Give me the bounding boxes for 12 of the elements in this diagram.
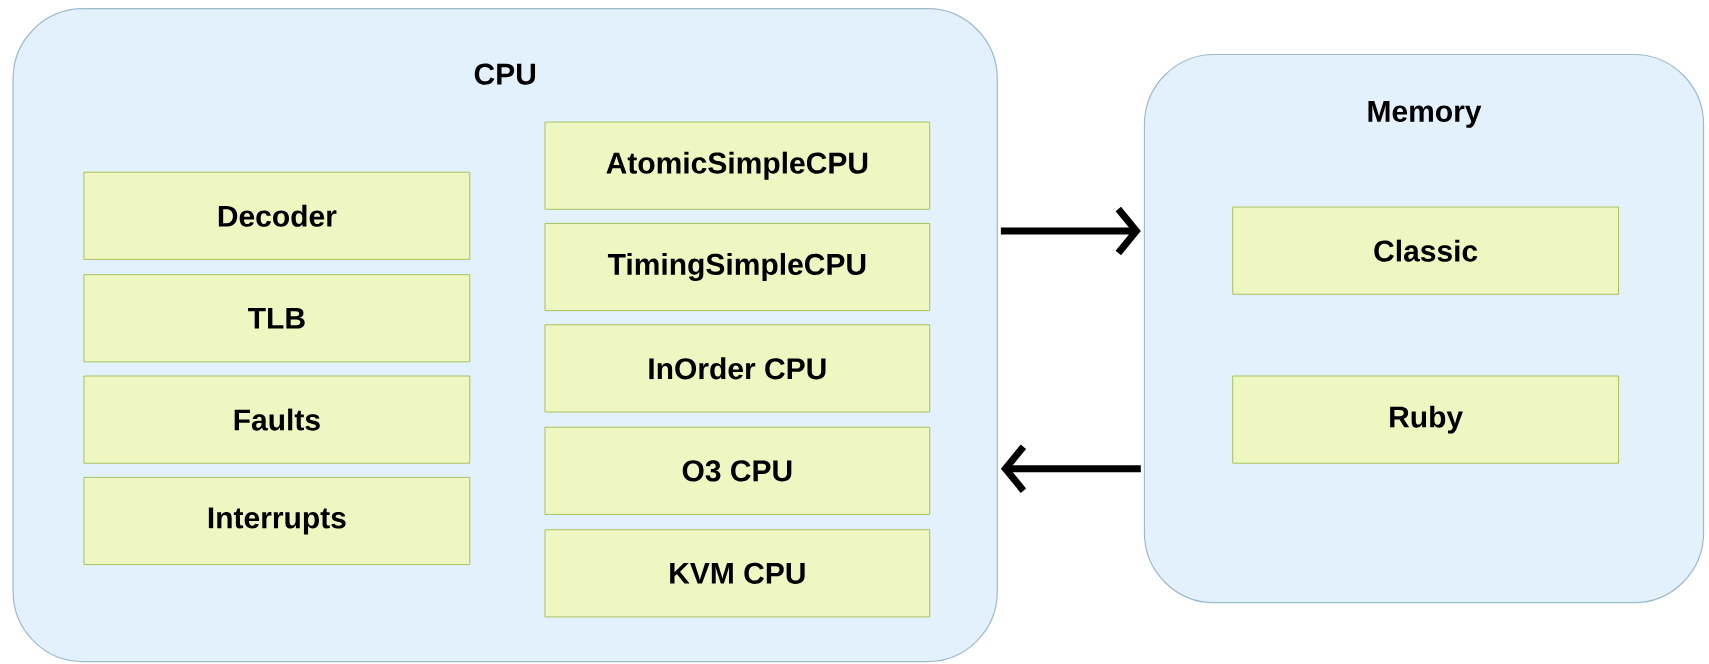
component-box: Interrupts — [83, 476, 471, 566]
component-box: InOrder CPU — [544, 324, 931, 413]
component-box: Ruby — [1232, 375, 1620, 464]
component-box: Faults — [83, 375, 471, 464]
component-box: O3 CPU — [544, 426, 931, 515]
component-box: TimingSimpleCPU — [544, 222, 931, 312]
component-box: TLB — [83, 274, 471, 363]
component-box: Decoder — [83, 171, 471, 260]
component-box: AtomicSimpleCPU — [544, 121, 931, 210]
arrow — [1000, 206, 1141, 256]
component-box: Classic — [1232, 206, 1620, 295]
component-box: KVM CPU — [544, 529, 931, 618]
